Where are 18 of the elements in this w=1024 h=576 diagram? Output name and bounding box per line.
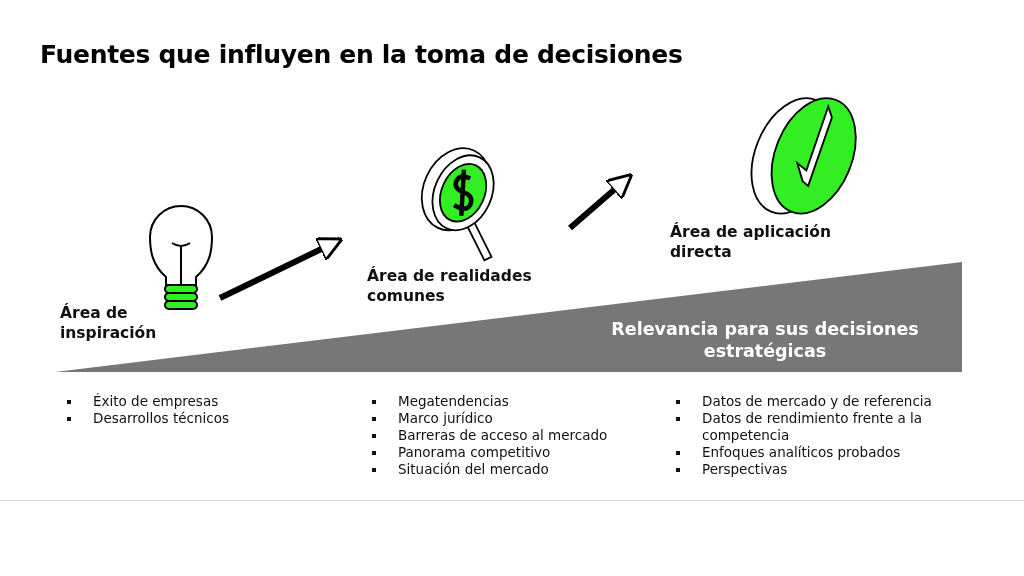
arrow <box>568 173 634 231</box>
bullet-item: Desarrollos técnicos <box>65 410 325 427</box>
area-title: Área de aplicación directa <box>670 222 833 262</box>
bullet-item: Marco jurídico <box>370 410 660 427</box>
area-title: Área de realidades comunes <box>367 266 533 306</box>
bullet-item: Situación del mercado <box>370 461 660 478</box>
bullet-item: Panorama competitivo <box>370 444 660 461</box>
bullet-item: Enfoques analíticos probados <box>674 444 974 461</box>
bullet-item: Datos de rendimiento frente a la competencia <box>674 410 974 444</box>
arrow <box>218 237 344 301</box>
bullet-item: Megatendencias <box>370 393 660 410</box>
bullet-item: Perspectivas <box>674 461 974 478</box>
area-title: Área de inspiración <box>60 303 158 343</box>
bullet-item: Datos de mercado y de referencia <box>674 393 974 410</box>
wedge-label: Relevancia para sus decisiones estratégicas <box>610 318 920 362</box>
slide-title: Fuentes que influyen en la toma de decisiones <box>40 40 683 69</box>
bullet-item: Barreras de acceso al mercado <box>370 427 660 444</box>
bullet-item: Éxito de empresas <box>65 393 325 410</box>
